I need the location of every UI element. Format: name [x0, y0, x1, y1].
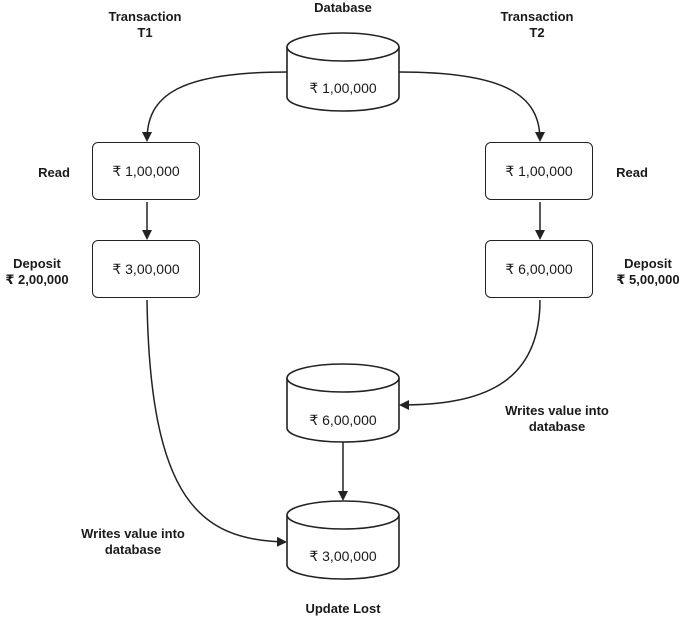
- db-middle-value: ₹ 6,00,000: [309, 412, 377, 428]
- database-cylinder-bottom: [286, 500, 400, 580]
- t1-read-box: ₹ 1,00,000: [92, 142, 200, 200]
- db-top-value: ₹ 1,00,000: [309, 80, 377, 96]
- t2-read-box: ₹ 1,00,000: [485, 142, 593, 200]
- writes-label-right: Writes value into database: [482, 403, 632, 435]
- t1-deposit-box: ₹ 3,00,000: [92, 240, 200, 298]
- writes-left-line1: Writes value into: [81, 526, 185, 541]
- deposit-label-left: Deposit ₹ 2,00,000: [0, 256, 74, 288]
- arrow-t2-deposit-to-db-middle: [399, 299, 541, 410]
- read-label-right: Read: [616, 165, 648, 180]
- deposit-right-line1: Deposit: [624, 256, 672, 271]
- t2-deposit-box: ₹ 6,00,000: [485, 240, 593, 298]
- database-cylinder-middle: [286, 363, 400, 443]
- database-cylinder-top: [286, 32, 400, 112]
- writes-left-line2: database: [104, 542, 162, 557]
- deposit-label-right: Deposit ₹ 5,00,000: [611, 256, 685, 288]
- writes-right-line1: Writes value into: [505, 403, 609, 418]
- transaction-t2-line2: T2: [529, 25, 545, 40]
- arrow-t1-deposit-to-db-bottom: [146, 299, 287, 547]
- writes-right-line2: database: [528, 419, 586, 434]
- update-lost-label: Update Lost: [305, 601, 381, 616]
- db-bottom-value: ₹ 3,00,000: [309, 548, 377, 564]
- transaction-t2-line1: Transaction: [500, 9, 574, 24]
- read-label-left: Read: [38, 165, 70, 180]
- transaction-t1-label: Transaction T1: [90, 9, 200, 41]
- arrow-db-to-t1-read: [142, 71, 288, 142]
- arrow-db-to-t2-read: [398, 71, 545, 142]
- transaction-t1-line2: T1: [137, 25, 153, 40]
- transaction-t1-line1: Transaction: [108, 9, 182, 24]
- database-label: Database: [314, 0, 372, 15]
- writes-label-left: Writes value into database: [58, 526, 208, 558]
- deposit-left-line1: Deposit: [13, 256, 61, 271]
- transaction-t2-label: Transaction T2: [482, 9, 592, 41]
- deposit-left-line2: ₹ 2,00,000: [5, 272, 69, 287]
- deposit-right-line2: ₹ 5,00,000: [616, 272, 680, 287]
